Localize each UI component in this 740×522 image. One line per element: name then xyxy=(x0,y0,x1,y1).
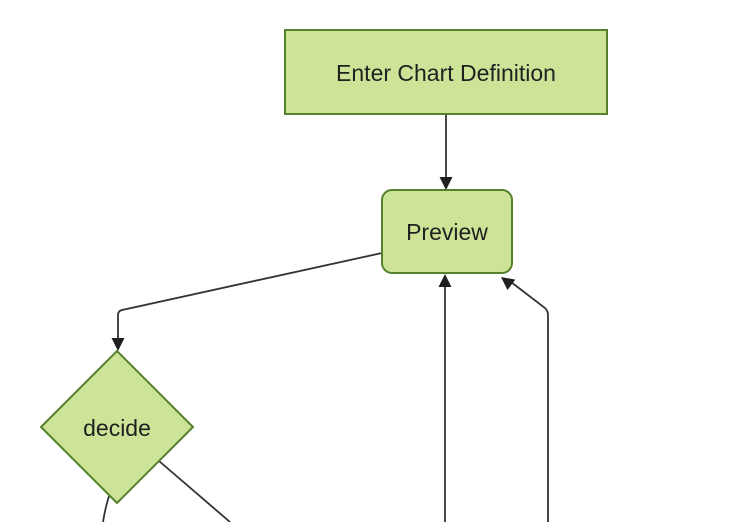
edge-decide-to-offscreen-bottom-right xyxy=(158,460,231,522)
decide-label: decide xyxy=(83,415,151,441)
edge-layer xyxy=(102,114,549,522)
enter-chart-definition-rectangle xyxy=(284,29,608,115)
enter-chart-definition-label: Enter Chart Definition xyxy=(336,60,556,86)
node-decide: decide xyxy=(39,349,195,505)
decide-diamond xyxy=(39,349,195,505)
node-enter-chart-definition: Enter Chart Definition xyxy=(284,29,608,115)
node-layer: Enter Chart Definition Preview decide xyxy=(39,29,608,505)
edge-preview-to-decide xyxy=(117,252,383,338)
preview-label: Preview xyxy=(406,219,488,245)
edge-decide-to-offscreen-bottom-left xyxy=(102,495,110,522)
edge-offscreen-bottom-right-to-preview xyxy=(510,281,549,522)
arrowhead-into-preview-bottom xyxy=(438,274,452,287)
arrowhead-into-preview-bottom-right-corner xyxy=(501,277,516,291)
preview-rounded-rectangle xyxy=(381,189,513,274)
arrowhead-into-preview-top xyxy=(439,177,453,190)
arrowhead-into-decide-top xyxy=(111,338,125,351)
node-preview: Preview xyxy=(381,189,513,274)
